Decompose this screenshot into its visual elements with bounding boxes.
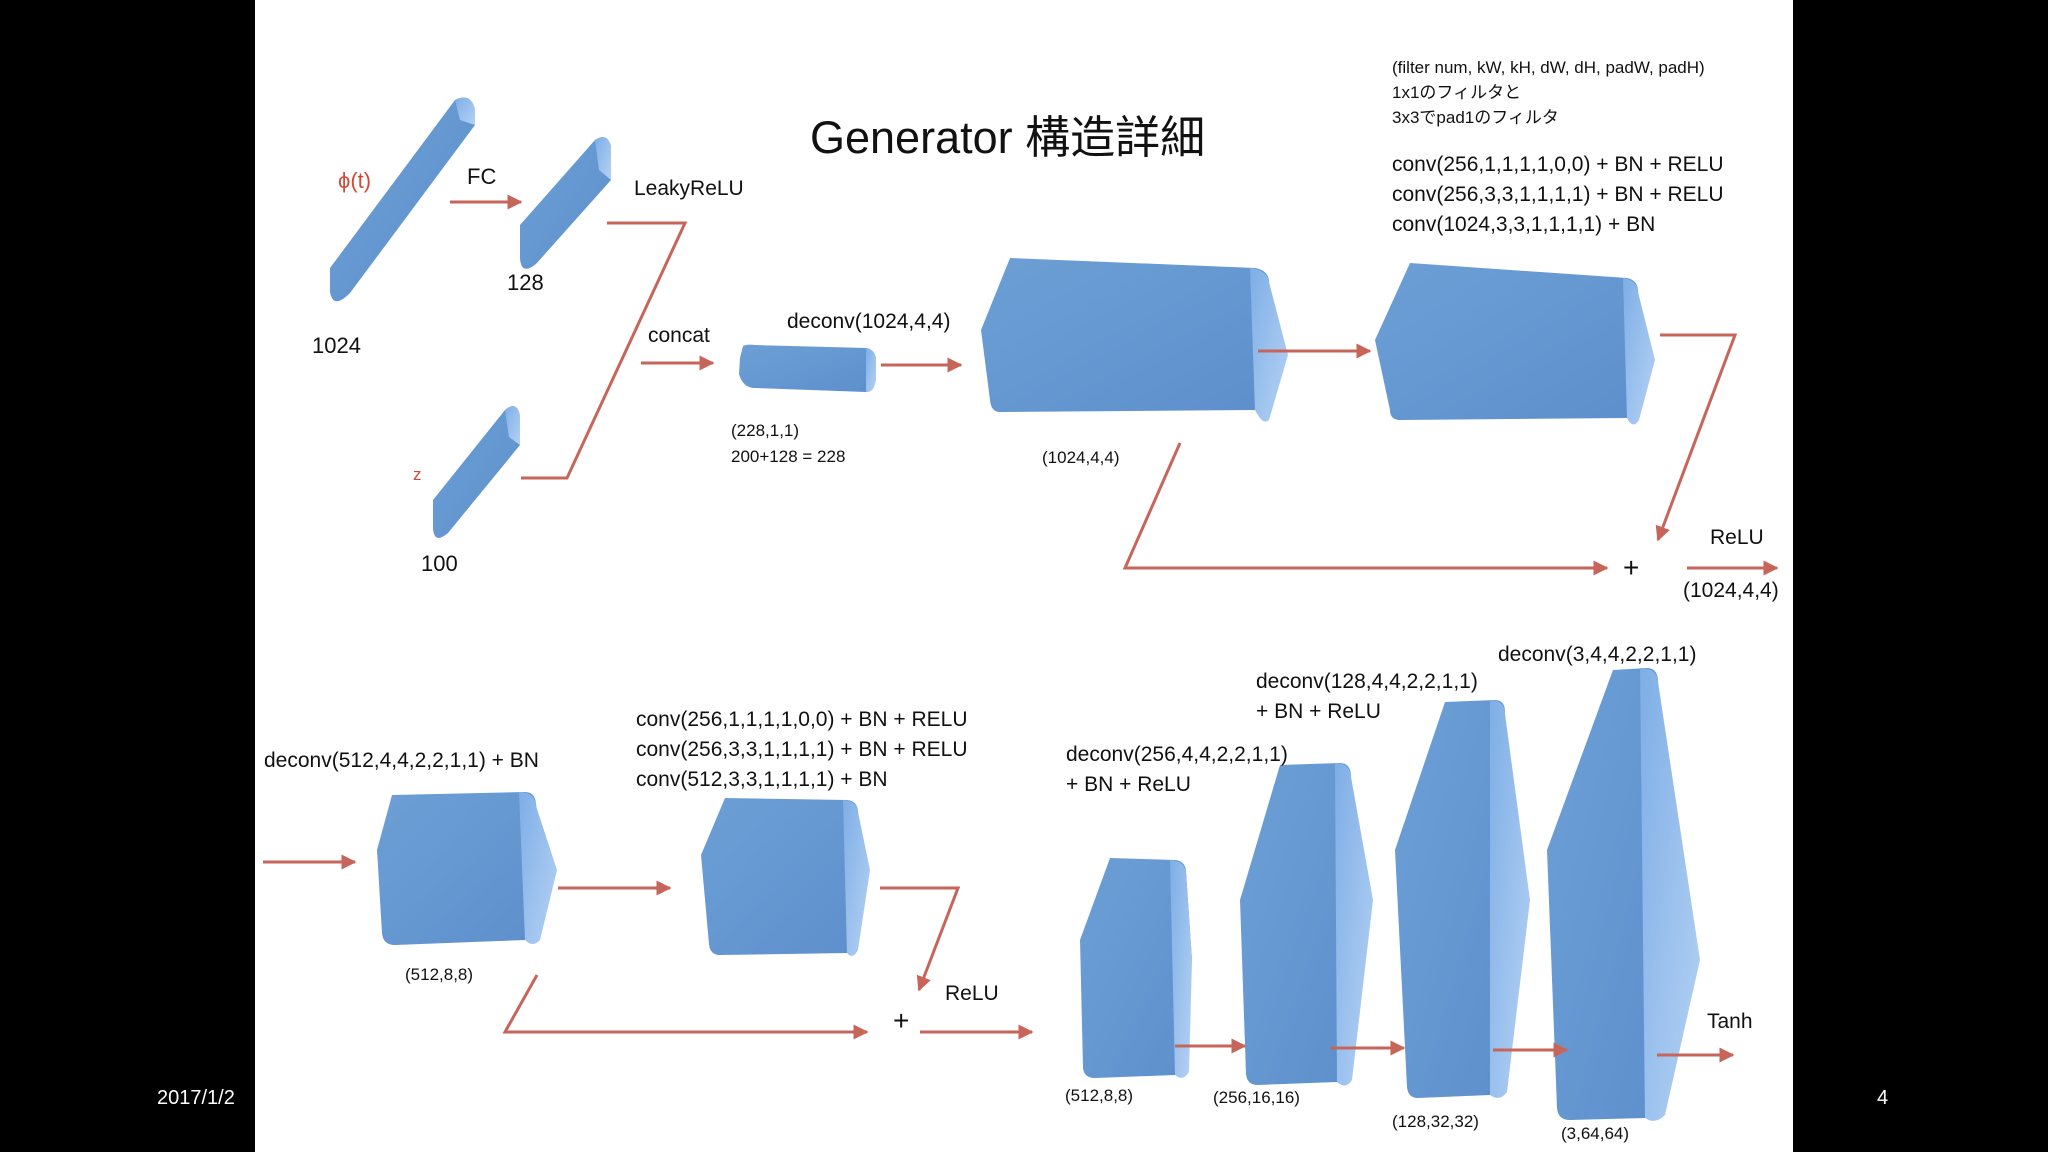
deconv1-label: deconv(1024,4,4)	[787, 310, 951, 333]
block4-shape: (512,8,8)	[1065, 1086, 1134, 1105]
concat-formula: 200+128 = 228	[731, 447, 846, 466]
conv-line: conv(256,1,1,1,1,0,0) + BN + RELU	[1392, 153, 1724, 176]
block2-shape: (512,8,8)	[405, 965, 474, 984]
filter-note-line: (filter num, kW, kH, dW, dH, padW, padH)	[1392, 58, 1705, 77]
conv-line: conv(256,3,3,1,1,1,1) + BN + RELU	[636, 738, 968, 761]
arrow-skip-bottom	[502, 974, 869, 1040]
arrows-bottom	[263, 854, 1735, 1063]
out-shape-top: (1024,4,4)	[1683, 579, 1779, 602]
slide-title: Generator 構造詳細	[810, 112, 1206, 163]
phi-label: ϕ(t)	[338, 168, 372, 193]
deconv4-label: deconv(128,4,4,2,2,1,1) + BN + ReLU	[1256, 667, 1478, 727]
block-512x8x8-b	[1080, 858, 1192, 1078]
z-size: 100	[421, 551, 458, 576]
z-input-bar	[433, 406, 520, 538]
phi-size: 1024	[312, 333, 361, 358]
block5-shape: (256,16,16)	[1213, 1088, 1300, 1107]
conv-line: conv(256,3,3,1,1,1,1) + BN + RELU	[1392, 183, 1724, 206]
conv-line: conv(1024,3,3,1,1,1,1) + BN	[1392, 213, 1656, 236]
plus-bottom: +	[893, 1005, 910, 1036]
slide: Generator 構造詳細 ϕ(t) 1024 FC 128 z 100 Le…	[255, 0, 1793, 1152]
arrows-top	[450, 194, 1779, 576]
deconv3-line: deconv(256,4,4,2,2,1,1)	[1066, 743, 1288, 766]
block-1024x4x4	[981, 258, 1288, 422]
conv-stack-top-labels: conv(256,1,1,1,1,0,0) + BN + RELU conv(2…	[1392, 150, 1724, 240]
concat-shape: (228,1,1)	[731, 421, 800, 440]
footer-date: 2017/1/2	[157, 1087, 235, 1109]
arrow-skip-top	[1122, 442, 1609, 576]
block7-shape: (3,64,64)	[1561, 1124, 1630, 1143]
deconv3-label: deconv(256,4,4,2,2,1,1) + BN + ReLU	[1066, 740, 1288, 800]
block-512x8x8-a	[377, 792, 557, 945]
filter-note: (filter num, kW, kH, dW, dH, padW, padH)…	[1392, 55, 1705, 130]
fc-bar	[520, 137, 611, 269]
deconv4-line: + BN + ReLU	[1256, 700, 1381, 723]
deconv4-line: deconv(128,4,4,2,2,1,1)	[1256, 670, 1478, 693]
block-3x64x64	[1547, 668, 1700, 1121]
plus-top: +	[1623, 552, 1640, 583]
filter-note-line: 1x1のフィルタと	[1392, 83, 1522, 102]
diagram-graphics	[263, 97, 1779, 1121]
concat-bar	[739, 344, 876, 392]
arrow-conv-to-plus-bottom	[880, 886, 961, 992]
relu-top: ReLU	[1710, 526, 1764, 549]
conv-stack-bottom-labels: conv(256,1,1,1,1,0,0) + BN + RELU conv(2…	[636, 705, 968, 795]
arrow-leakyrelu-concat	[521, 221, 688, 480]
phi-input-bar	[330, 97, 475, 302]
conv-line: conv(256,1,1,1,1,0,0) + BN + RELU	[636, 708, 968, 731]
block-128x32x32	[1395, 700, 1530, 1098]
conv-stack-top	[1375, 263, 1655, 425]
block1-shape: (1024,4,4)	[1042, 448, 1120, 467]
block6-shape: (128,32,32)	[1392, 1112, 1479, 1131]
fc-size: 128	[507, 270, 544, 295]
footer-page-number: 4	[1877, 1087, 1889, 1109]
deconv5-label: deconv(3,4,4,2,2,1,1)	[1498, 643, 1697, 666]
leakyrelu-label: LeakyReLU	[634, 177, 744, 200]
block-256x16x16	[1240, 763, 1373, 1086]
z-label: z	[413, 465, 422, 484]
conv-stack-bottom	[701, 798, 870, 956]
concat-label: concat	[648, 324, 710, 347]
relu-bottom: ReLU	[945, 982, 999, 1005]
arrow-conv-to-plus	[1655, 333, 1738, 542]
tanh-label: Tanh	[1707, 1010, 1753, 1033]
filter-note-line: 3x3でpad1のフィルタ	[1392, 108, 1559, 127]
conv-line: conv(512,3,3,1,1,1,1) + BN	[636, 768, 888, 791]
deconv3-line: + BN + ReLU	[1066, 773, 1191, 796]
deconv2-label: deconv(512,4,4,2,2,1,1) + BN	[264, 749, 539, 772]
fc-label: FC	[467, 164, 497, 189]
